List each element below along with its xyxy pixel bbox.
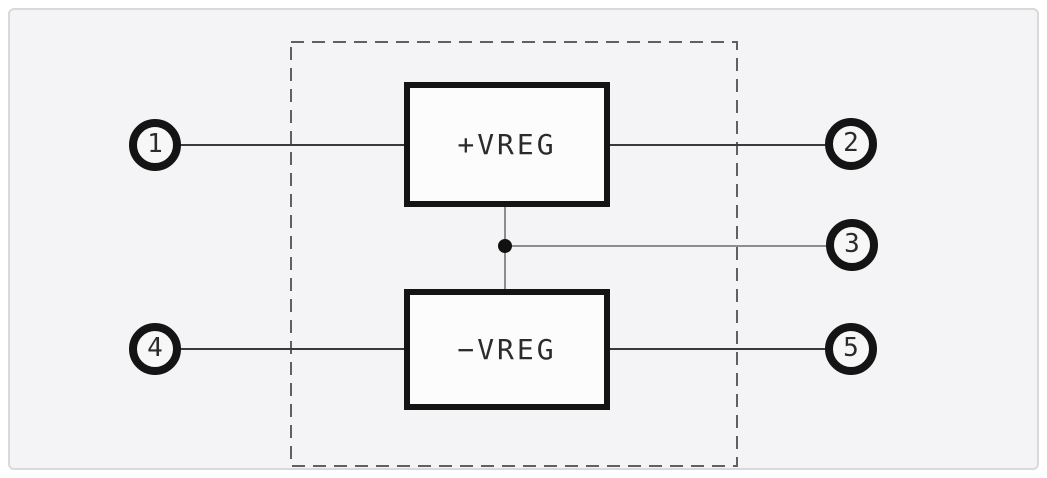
pin-1-number: 1 (147, 129, 163, 159)
pin-5-number: 5 (843, 333, 859, 363)
block-negative-regulator-label: −VREG (457, 333, 557, 366)
package-boundary-rect (290, 41, 738, 467)
wire-posreg-to-pin2 (610, 144, 825, 146)
pin-5-terminal: 5 (825, 323, 877, 375)
pin-4-number: 4 (147, 333, 163, 363)
block-positive-regulator-label: +VREG (457, 128, 557, 161)
pin-2-number: 2 (843, 128, 859, 158)
wire-pin4-to-negreg (180, 348, 404, 350)
block-positive-regulator: +VREG (404, 82, 610, 207)
diagram-canvas: +VREG −VREG 1 2 3 4 5 (8, 8, 1039, 470)
pin-3-terminal: 3 (826, 219, 878, 271)
wire-junction-to-pin3 (505, 245, 826, 247)
wire-negreg-to-pin5 (610, 348, 825, 350)
block-negative-regulator: −VREG (404, 289, 610, 410)
pin-2-terminal: 2 (825, 118, 877, 170)
package-boundary-dashed-box (290, 41, 738, 467)
pin-4-terminal: 4 (129, 323, 181, 375)
junction-dot (498, 239, 512, 253)
pin-3-number: 3 (844, 229, 860, 259)
pin-1-terminal: 1 (129, 119, 181, 171)
wire-pin1-to-posreg (180, 144, 404, 146)
